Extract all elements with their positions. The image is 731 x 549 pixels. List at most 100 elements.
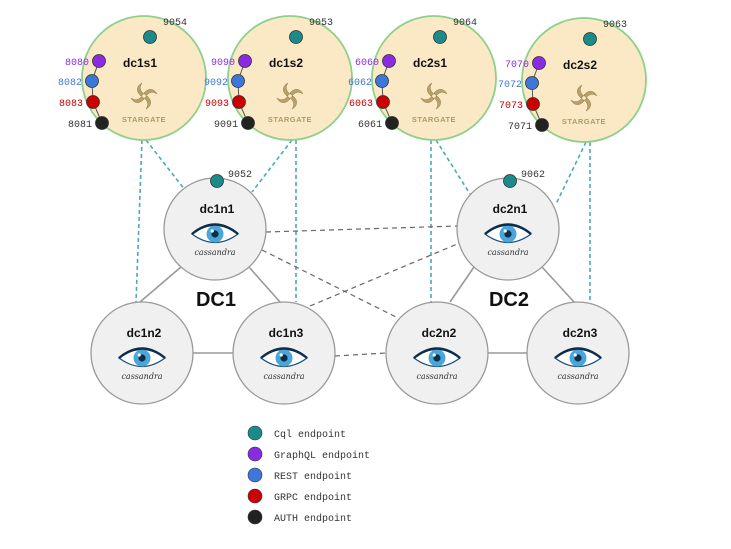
stargate-logo-icon: [420, 82, 448, 110]
cql-endpoint-dot: [503, 174, 517, 188]
stargate-logo-blade: [289, 89, 304, 97]
legend-label: Cql endpoint: [274, 429, 346, 441]
stargate-logo-blade: [420, 95, 435, 103]
stargate-logo-blade: [289, 95, 297, 110]
legend-label: REST endpoint: [274, 471, 352, 483]
stargate-logo-blade: [433, 89, 448, 97]
cql-port-label: 9062: [521, 170, 545, 181]
legend-item-cql: Cql endpoint: [247, 425, 346, 441]
cql-port-label: 9063: [603, 20, 627, 31]
cassandra-label: dc1n2: [127, 326, 162, 340]
stargate-logo-blade: [143, 95, 151, 110]
graphql-endpoint-dot: [532, 56, 546, 70]
cassandra-brand-text: cassandra: [263, 372, 304, 381]
datacenter-label-dc1: DC1: [196, 289, 236, 311]
stargate-logo-blade: [427, 82, 435, 97]
cql-port-label: 9054: [163, 18, 187, 29]
cassandra-label: dc2n2: [422, 326, 457, 340]
rest-endpoint-dot: [231, 74, 245, 88]
link-dc1n1-dc2n1: [265, 225, 458, 233]
eye-lid: [260, 347, 308, 359]
link-dc1s1-dc1n1: [145, 139, 186, 191]
rest-endpoint-dot: [85, 74, 99, 88]
stargate-logo-blade: [577, 84, 585, 99]
stargate-logo-blade: [583, 91, 598, 99]
datacenter-label-dc2: DC2: [489, 289, 529, 311]
cassandra-eye-icon: [553, 347, 603, 368]
rest-endpoint-dot: [525, 76, 539, 90]
rest-port-label: 9092: [204, 78, 228, 89]
cassandra-eye-icon: [412, 347, 462, 368]
graphql-port-label: 7070: [505, 60, 529, 71]
grpc-port-label: 7073: [499, 101, 523, 112]
link-dc2n1-dc2n2: [449, 266, 475, 303]
eye-lid: [191, 223, 239, 235]
stargate-brand-text: STARGATE: [412, 115, 456, 124]
rest-endpoint-dot: [375, 74, 389, 88]
eye-lid: [413, 347, 461, 359]
stargate-label: dc2s1: [413, 56, 447, 70]
link-dc1s1-dc1n2: [135, 139, 143, 303]
cassandra-node-dc1n2: dc1n2 cassandra: [90, 301, 194, 405]
rest-legend-dot-icon: [247, 467, 263, 483]
stargate-nodes-layer: dc1s1STARGATE80808082808380819054dc1s2ST…: [58, 15, 647, 143]
stargate-logo-core: [581, 95, 587, 101]
grpc-endpoint-dot: [526, 97, 540, 111]
link-dc2s1-dc2n1: [435, 139, 471, 195]
stargate-logo-icon: [276, 82, 304, 110]
link-dc1s2-dc1n1: [251, 139, 293, 193]
cassandra-node-dc2n2: dc2n2 cassandra: [385, 301, 489, 405]
stargate-brand-text: STARGATE: [562, 117, 606, 126]
stargate-brand-text: STARGATE: [122, 115, 166, 124]
stargate-label: dc1s2: [269, 56, 303, 70]
cassandra-label: dc2n3: [563, 326, 598, 340]
graphql-legend-dot-icon: [247, 446, 263, 462]
link-dc2s2-dc2n1: [555, 141, 587, 205]
eye-lid: [484, 223, 532, 235]
grpc-endpoint-dot: [86, 95, 100, 109]
legend-label: GRPC endpoint: [274, 492, 352, 504]
eye-glint: [279, 353, 283, 357]
cassandra-brand-text: cassandra: [416, 372, 457, 381]
auth-port-label: 6061: [358, 120, 382, 131]
cassandra-brand-text: cassandra: [121, 372, 162, 381]
link-dc2n1-dc2n3: [541, 266, 575, 303]
cql-port-label: 9052: [228, 170, 252, 181]
legend-label: AUTH endpoint: [274, 513, 352, 525]
cassandra-eye-icon: [259, 347, 309, 368]
auth-port-label: 9091: [214, 120, 238, 131]
grpc-endpoint-dot: [232, 95, 246, 109]
link-dc1n1-dc2n2: [261, 249, 399, 319]
legend-item-rest: REST endpoint: [247, 467, 352, 483]
stargate-logo-blade: [130, 95, 145, 103]
datacenter-labels-layer: DC1 DC2: [196, 289, 529, 311]
graphql-endpoint-dot: [92, 54, 106, 68]
cassandra-brand-text: cassandra: [557, 372, 598, 381]
auth-endpoint-dot: [241, 116, 255, 130]
cql-endpoint-dot: [433, 30, 447, 44]
cql-endpoint-dot: [583, 32, 597, 46]
link-dc1n1-dc1n2: [139, 266, 182, 303]
cassandra-label: dc2n1: [493, 202, 528, 216]
stargate-logo-blade: [283, 82, 291, 97]
stargate-logo-blade: [570, 97, 585, 105]
grpc-port-label: 6063: [349, 99, 373, 110]
auth-port-label: 8081: [68, 120, 92, 131]
graphql-port-label: 8080: [65, 58, 89, 69]
cassandra-brand-text: cassandra: [194, 248, 235, 257]
rest-port-label: 6062: [348, 78, 372, 89]
cql-endpoint-dot: [289, 30, 303, 44]
link-dc1n1-dc1n3: [248, 266, 281, 303]
stargate-label: dc1s1: [123, 56, 157, 70]
stargate-logo-blade: [583, 97, 591, 112]
cql-endpoint-dot: [210, 174, 224, 188]
legend-item-auth: AUTH endpoint: [247, 509, 352, 525]
rest-port-label: 8082: [58, 78, 82, 89]
eye-glint: [137, 353, 141, 357]
